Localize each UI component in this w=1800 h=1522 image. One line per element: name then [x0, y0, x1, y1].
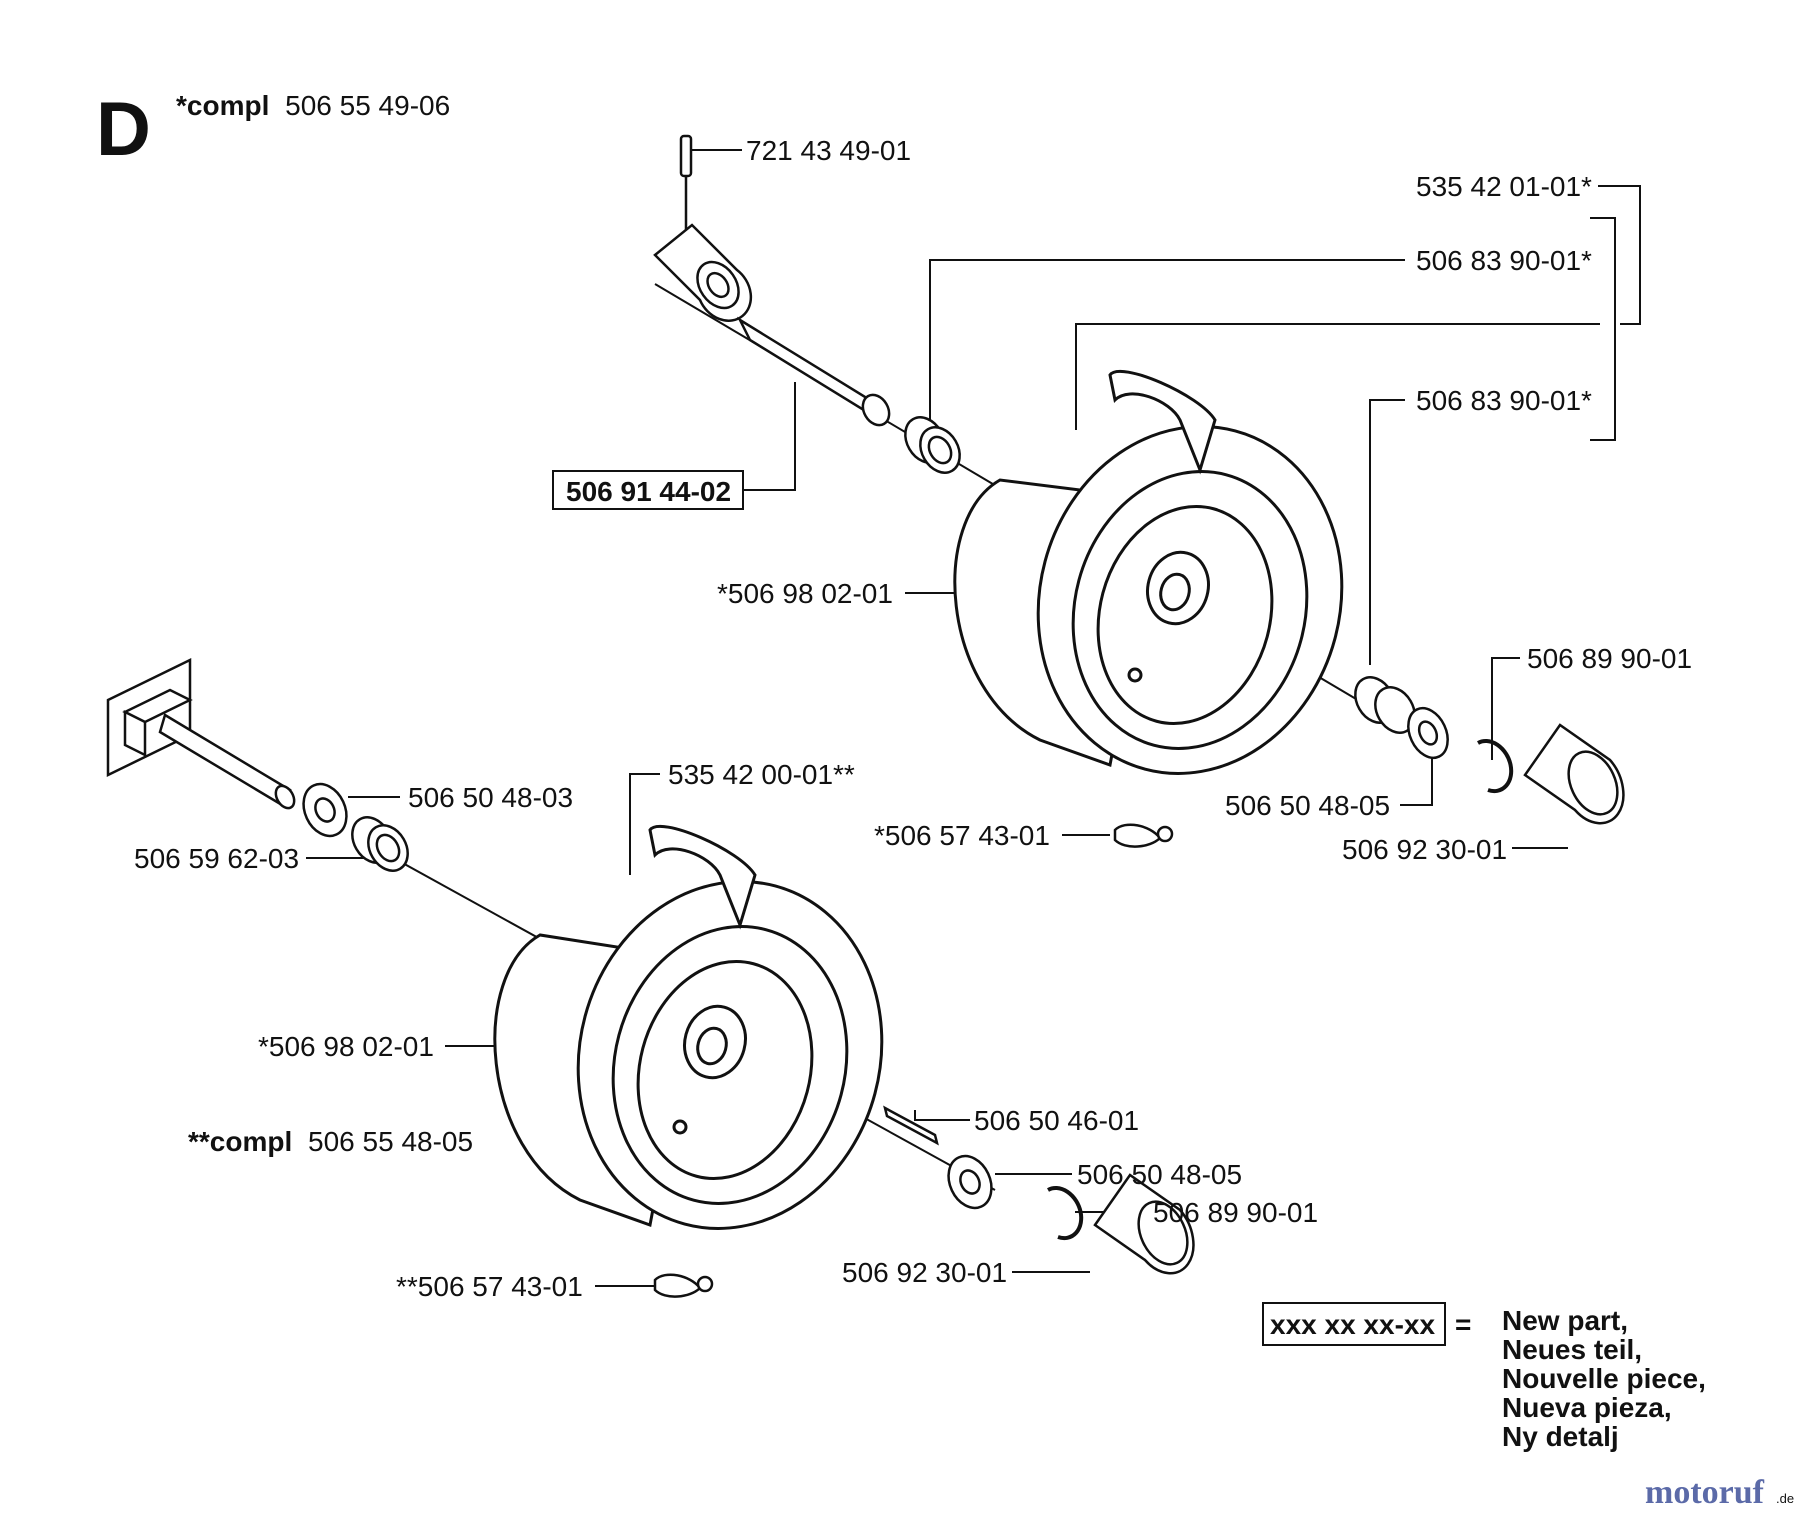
label-clip-bottom: 506 89 90-01: [1153, 1197, 1318, 1228]
new-part-box: [552, 470, 744, 510]
legend-equals: =: [1455, 1309, 1471, 1340]
clip-bottom-shape: [1047, 1186, 1084, 1241]
compl-bottom-prefix: **compl: [188, 1126, 292, 1157]
legend-line-4: Nueva pieza,: [1502, 1392, 1672, 1423]
compl-top-number: 506 55 49-06: [285, 90, 450, 121]
axle-shape: [736, 316, 884, 424]
legend-code-box: [1262, 1302, 1446, 1346]
key-shape: [883, 1105, 939, 1146]
label-pin: 721 43 49-01: [746, 135, 911, 166]
label-wheel-bottom: *506 98 02-01: [258, 1031, 434, 1062]
wheel-top-shape: [953, 369, 1344, 775]
label-kit-bottom: 535 42 00-01**: [668, 759, 855, 790]
label-kit-top: 535 42 01-01*: [1416, 171, 1592, 202]
label-wheel-top: *506 98 02-01: [717, 578, 893, 609]
compl-top-prefix: *compl: [176, 90, 269, 121]
watermark-suffix: .de: [1776, 1491, 1794, 1506]
label-valve-top: *506 57 43-01: [874, 820, 1050, 851]
label-cap-top: 506 92 30-01: [1342, 834, 1507, 865]
legend-code: xxx xx xx-xx: [1270, 1309, 1435, 1340]
label-bushing-lower: 506 83 90-01*: [1416, 385, 1592, 416]
label-axle-new: 506 91 44-02: [566, 476, 731, 507]
legend-line-2: Neues teil,: [1502, 1334, 1642, 1365]
legend-line-3: Nouvelle piece,: [1502, 1363, 1706, 1394]
compl-top: *compl 506 55 49-06: [176, 90, 450, 121]
label-key: 506 50 46-01: [974, 1105, 1139, 1136]
compl-bottom-number: 506 55 48-05: [308, 1126, 473, 1157]
label-clip-top: 506 89 90-01: [1527, 643, 1692, 674]
wheel-bottom-shape: [493, 824, 884, 1230]
label-washer-top: 506 50 48-05: [1225, 790, 1390, 821]
shaft-shape: [158, 713, 292, 807]
pin-shape: [679, 134, 693, 178]
legend-line-5: Ny detalj: [1502, 1421, 1619, 1452]
label-valve-bottom: **506 57 43-01: [396, 1271, 583, 1302]
watermark-brand: motoruf: [1645, 1474, 1765, 1511]
compl-bottom: **compl 506 55 48-05: [188, 1126, 473, 1157]
legend-line-1: New part,: [1502, 1305, 1628, 1336]
label-cap-bottom: 506 92 30-01: [842, 1257, 1007, 1288]
valve-top-shape: [1113, 823, 1162, 848]
upper-outer-parts: [1113, 676, 1625, 848]
label-bushing-upper: 506 83 90-01*: [1416, 245, 1592, 276]
clip-top-shape: [1477, 739, 1514, 794]
label-washer-axle: 506 50 48-03: [408, 782, 573, 813]
label-spacer-axle: 506 59 62-03: [134, 843, 299, 874]
section-letter: D: [96, 87, 151, 172]
lower-assembly: [106, 657, 409, 872]
lower-outer-parts: [653, 1105, 1195, 1298]
upper-assembly: [653, 134, 961, 474]
valve-bottom-shape: [653, 1273, 702, 1298]
label-washer-bottom: 506 50 48-05: [1077, 1159, 1242, 1190]
